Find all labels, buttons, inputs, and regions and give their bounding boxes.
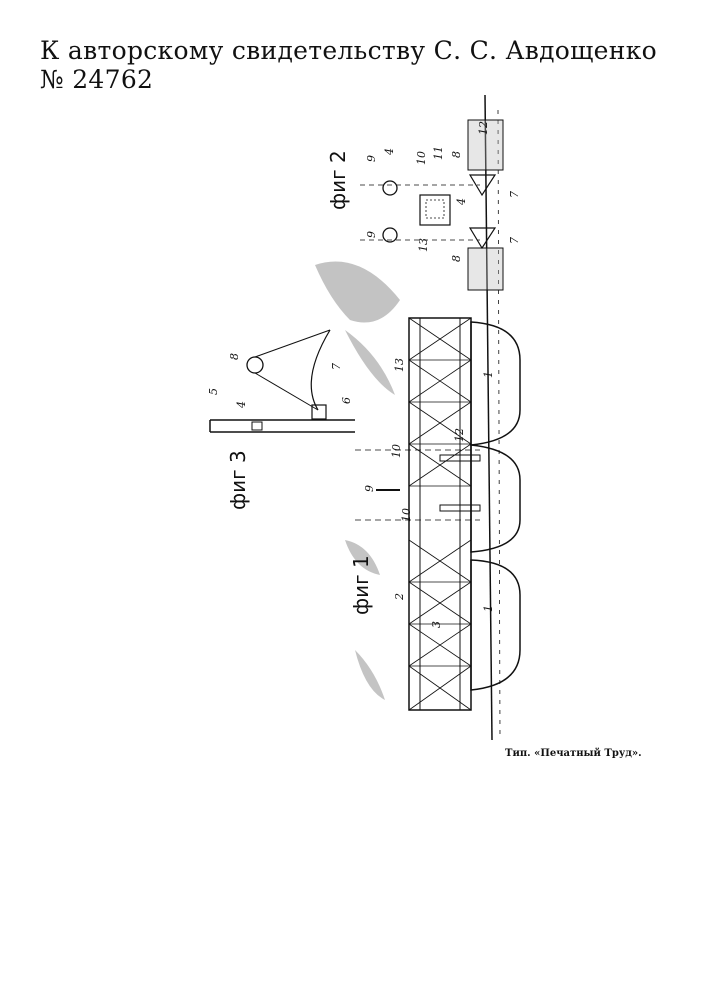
f2-label-4a: 4: [383, 148, 396, 156]
f2-label-7b: 7: [508, 237, 521, 244]
shading: [315, 262, 400, 700]
f3-label-7: 7: [330, 363, 343, 370]
label-3: 3: [430, 621, 443, 628]
figure-3-drawing: [210, 330, 355, 432]
label-1a: 1: [482, 371, 495, 378]
figure-1-drawing: [355, 95, 520, 740]
figure-1-title: фиг 1: [349, 555, 373, 615]
f2-label-7a: 7: [508, 191, 521, 198]
f2-label-11: 11: [432, 146, 445, 160]
f2-label-4b: 4: [455, 198, 468, 206]
f2-label-9b: 9: [365, 231, 378, 238]
f2-label-10: 10: [415, 151, 428, 165]
label-10a: 10: [390, 444, 403, 458]
f2-label-13: 13: [417, 238, 430, 252]
figure-3-title: фиг 3: [226, 450, 250, 510]
label-1b: 1: [482, 605, 495, 612]
f2-label-12: 12: [477, 121, 490, 135]
label-2: 2: [393, 593, 406, 601]
figure-2-title: фиг 2: [326, 150, 350, 210]
f2-label-8b: 8: [450, 255, 463, 262]
label-12: 12: [453, 428, 466, 442]
figure-2-drawing: [360, 120, 503, 290]
label-13: 13: [393, 358, 406, 372]
f3-label-5: 5: [207, 388, 220, 395]
f3-label-8: 8: [228, 353, 241, 360]
f3-label-6: 6: [340, 397, 353, 404]
label-9: 9: [363, 485, 376, 492]
printer-imprint: Тип. «Печатный Труд».: [505, 748, 642, 759]
f2-label-9a: 9: [365, 155, 378, 162]
f3-label-4: 4: [235, 401, 248, 409]
label-10b: 10: [400, 508, 413, 522]
f2-label-8a: 8: [450, 151, 463, 158]
